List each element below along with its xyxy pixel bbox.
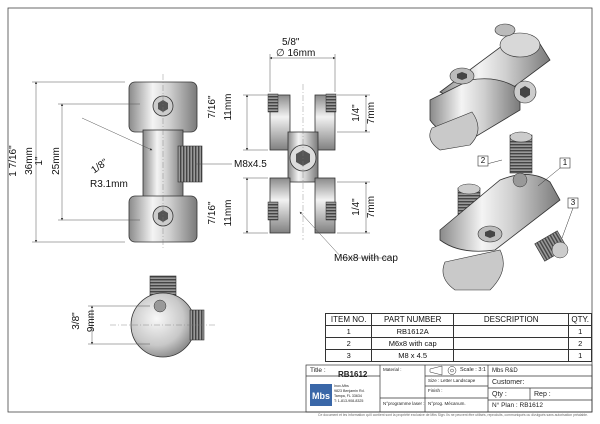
company-address-line: T: 1-813-908-8325 [334,399,364,403]
company-logo: Mbs [310,384,332,406]
bom-col-part: PART NUMBER [371,313,455,326]
bom-cell [453,349,570,362]
table-row: 3 M8 x 4.5 1 [324,349,592,362]
bottom-view [110,275,215,358]
dim-upper-slot-mm: 11mm [223,93,234,121]
company-address-line: 9823 Benjamin Rd. [334,389,365,393]
dim-right-upper-mm: 7mm [366,101,377,125]
bom-cell [453,325,570,338]
bom-cell: 3 [324,349,373,362]
size-label: Size : Letter Landscape [428,378,476,383]
bom-col-qty: QTY. [568,313,592,326]
material-label: Material : [383,367,402,372]
balloons [477,155,579,209]
prog-laser-label: N°programme laser : [383,401,425,406]
qty-label: Qty : [492,391,507,398]
bom-cell: M8 x 4.5 [371,349,455,362]
dim-inner-inch: 1" [34,156,45,166]
bom-cell: 1 [324,325,373,338]
prog-mecanum-label: N°prog. Mécanum. [428,401,466,406]
projection-symbol-icon [429,365,457,376]
bom-cell: M6x8 with cap [371,337,455,350]
table-row: 1 RB1612A 1 [324,325,592,338]
dim-lower-slot-inch: 7/16" [207,201,218,225]
dim-right-lower-inch: 1/4" [351,198,362,216]
screw-callout: M6x8 with cap [334,253,398,264]
front-view [128,74,203,250]
bom-cell: 1 [568,349,592,362]
sheet-border [7,7,593,413]
dim-inner-mm: 25mm [51,147,62,175]
dim-bottom-inch: 3/8" [71,312,82,330]
dim-radius-mm: R3.1mm [90,179,128,190]
customer-label: Customer: [492,379,525,386]
dim-bottom-mm: 9mm [86,309,97,333]
scale-label: Scale : 3:1 [460,367,486,373]
side-view [267,84,337,240]
title-block-frame [305,364,593,413]
svg-text:Mbs: Mbs [312,391,330,401]
dim-right-lower-mm: 7mm [366,195,377,219]
table-row: 2 M6x8 with cap 2 [324,337,592,350]
balloon-3: 3 [570,198,576,207]
balloon-2: 2 [480,156,486,165]
front-dimensions [32,81,232,243]
rep-label: Rep : [534,391,551,398]
company-address-line: Tampa, FL 33634 [334,394,362,398]
bom-header-row: ITEM NO. PART NUMBER DESCRIPTION QTY. [324,313,592,326]
title-value: RB1612 [338,370,368,379]
dim-right-upper-inch: 1/4" [351,104,362,122]
footer-notice: Ce document et les information qu'il con… [318,413,588,417]
title-label: Title : [310,367,326,374]
bom-table: ITEM NO. PART NUMBER DESCRIPTION QTY. 1 … [324,313,592,362]
dim-lower-slot-mm: 11mm [223,199,234,227]
bom-cell: 2 [324,337,373,350]
company-name: Mbs R&D [492,368,518,374]
dim-top-inch: 5/8" [282,37,300,48]
company-address-line: Inox-Mbs [334,384,349,388]
bottom-dimensions [88,305,150,345]
bom-cell [453,337,570,350]
iso-view-assembled [429,23,551,151]
iso-view-exploded [439,131,569,291]
balloon-1: 1 [562,158,568,167]
bom-cell: 1 [568,325,592,338]
finish-label: Finish : [428,388,443,393]
side-dimensions [243,54,392,259]
bom-col-item: ITEM NO. [324,313,373,326]
plan-label: N° Plan : RB1612 [492,402,544,409]
bom-cell: 2 [568,337,592,350]
dim-top-mm: ∅ 16mm [276,48,316,59]
dim-upper-slot-inch: 7/16" [207,95,218,119]
thread-callout: M8x4.5 [234,159,267,170]
dim-outer-inch: 1 7/16" [8,145,19,177]
bom-cell: RB1612A [371,325,455,338]
bom-col-description: DESCRIPTION [453,313,570,326]
